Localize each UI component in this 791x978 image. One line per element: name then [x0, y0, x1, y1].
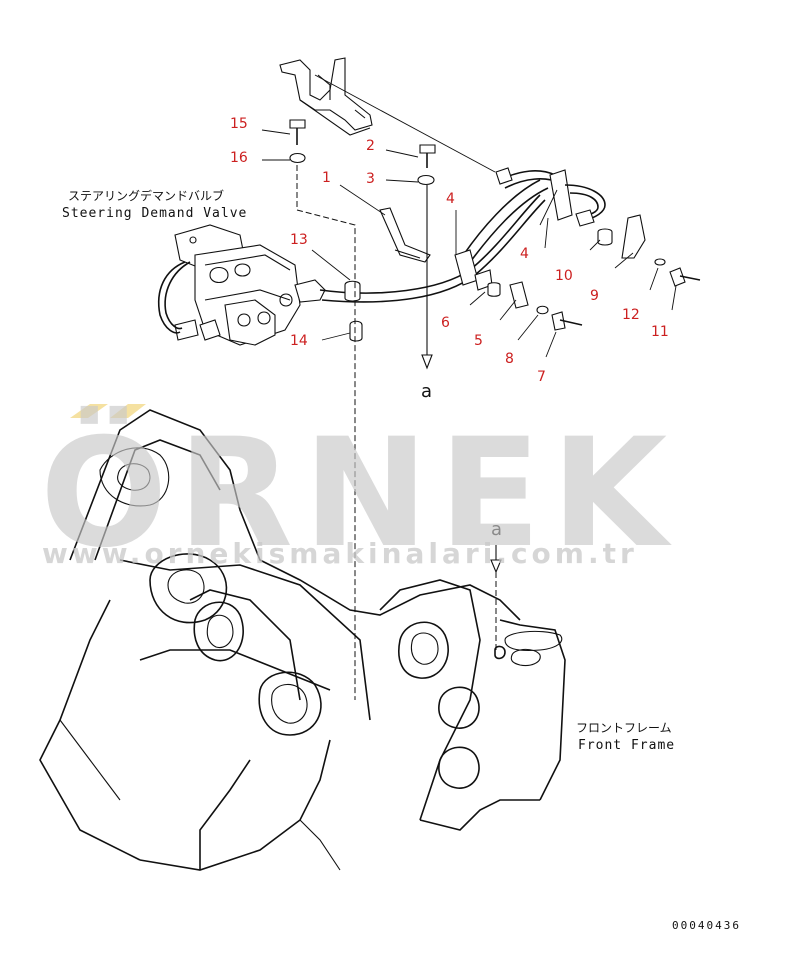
leader-lines	[261, 74, 677, 700]
reference-a-top: a	[421, 381, 432, 402]
callout-9: 9	[590, 288, 599, 304]
callout-3: 3	[366, 171, 375, 187]
callout-8: 8	[505, 351, 514, 367]
callout-4-left: 4	[446, 191, 455, 207]
callout-7: 7	[537, 369, 546, 385]
callout-11: 11	[651, 324, 669, 340]
reference-a-bottom: a	[491, 519, 502, 540]
callout-6: 6	[441, 315, 450, 331]
callout-4-right: 4	[520, 246, 529, 262]
callout-5: 5	[474, 333, 483, 349]
callout-1: 1	[322, 170, 331, 186]
front-frame-drawing	[39, 409, 566, 871]
callout-14: 14	[290, 333, 308, 349]
valve-label-jp: ステアリングデマンドバルブ	[68, 188, 224, 203]
callout-15: 15	[230, 116, 248, 132]
callout-10: 10	[555, 268, 573, 284]
steering-demand-valve-drawing	[158, 224, 326, 346]
callout-12: 12	[622, 307, 640, 323]
watermark-brand: ÖRNEK	[40, 405, 677, 581]
watermark-accent	[70, 404, 146, 418]
valve-label-en: Steering Demand Valve	[62, 206, 247, 221]
callout-16: 16	[230, 150, 248, 166]
frame-label-jp: フロントフレーム	[576, 721, 672, 735]
mounting-bracket	[279, 57, 373, 136]
callout-2: 2	[366, 138, 375, 154]
callouts: 1 2 3 4 4 5 6 7 8 9 10 11 12 13 14 15 16	[230, 116, 669, 385]
watermark-url: www.ornekismakinalari.com.tr	[42, 537, 638, 570]
watermark: ÖRNEK www.ornekismakinalari.com.tr	[40, 404, 677, 581]
frame-label-en: Front Frame	[578, 738, 675, 753]
document-number: 00040436	[672, 919, 741, 932]
fastener-parts	[289, 119, 701, 331]
hose-assembly	[319, 167, 613, 342]
callout-13: 13	[290, 232, 308, 248]
